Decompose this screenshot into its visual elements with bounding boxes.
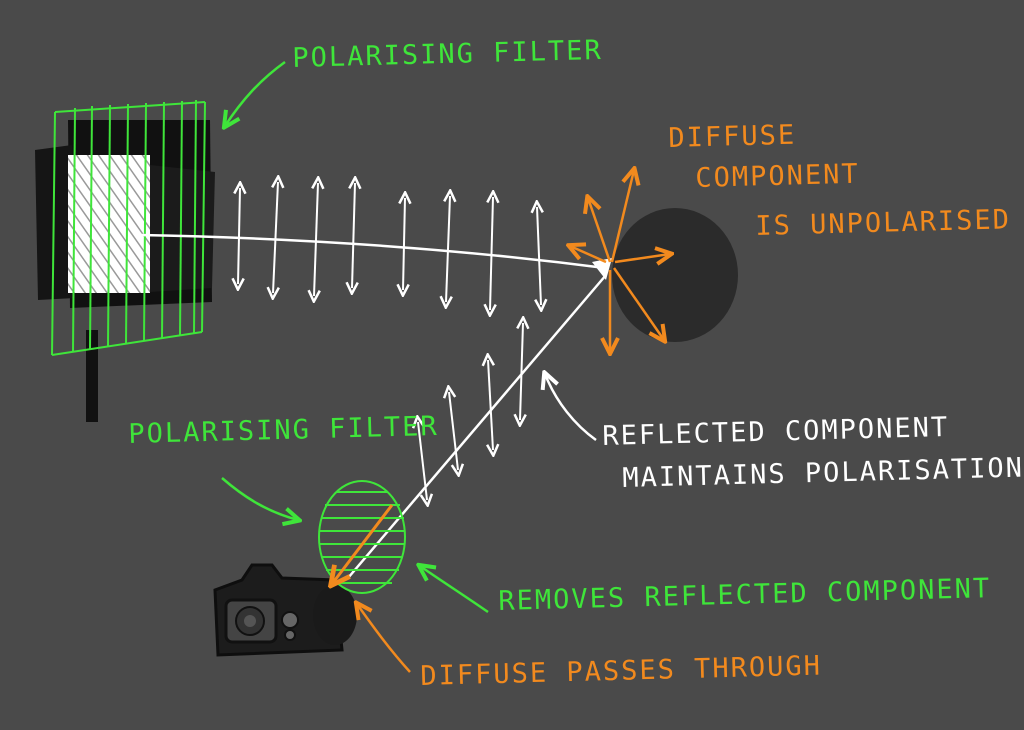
diffuse-label-line3: IS UNPOLARISED	[755, 204, 1012, 242]
studio-light	[35, 120, 215, 308]
diffuse-arrow	[614, 254, 670, 262]
diffuse-scatter-arrows	[570, 170, 670, 352]
sphere-object	[612, 208, 738, 342]
diffuse-label-line1: DIFFUSE	[668, 119, 797, 154]
vibration-arrow	[238, 188, 240, 284]
top-filter-pointer	[225, 60, 286, 126]
camera	[213, 563, 357, 657]
incident-polarisation-arrows	[238, 182, 541, 310]
diffuse-arrow	[570, 246, 607, 264]
light-stand	[86, 330, 98, 422]
diffuse-arrow	[610, 170, 634, 263]
camera-filter-pointer	[221, 477, 298, 520]
removes-pointer	[420, 566, 489, 614]
passes-pointer	[357, 604, 411, 673]
vibration-arrow	[449, 392, 458, 470]
vibration-arrow	[418, 422, 427, 500]
vibration-arrow	[403, 198, 405, 290]
diffuse-arrow	[612, 267, 664, 340]
diffuse-label-line2: COMPONENT	[695, 158, 861, 194]
reflected-polarisation-arrows	[418, 323, 523, 500]
vibration-arrow	[273, 182, 278, 293]
reflected-light-ray	[347, 274, 607, 579]
vibration-arrow	[537, 207, 541, 305]
camera-polarising-filter	[318, 480, 406, 594]
vibration-arrow	[314, 183, 318, 296]
reflected-pointer	[545, 374, 597, 442]
diffuse-arrow	[588, 198, 612, 263]
diffuse-pass-arrow	[332, 504, 394, 584]
vibration-arrow	[520, 323, 523, 420]
reflection-point	[592, 258, 612, 280]
vibration-arrow	[488, 360, 493, 450]
vibration-arrow	[446, 196, 450, 302]
top-polarising-filter	[51, 99, 206, 356]
vibration-arrow	[352, 183, 355, 288]
vibration-arrow	[490, 197, 493, 310]
camera-lens	[313, 585, 357, 645]
